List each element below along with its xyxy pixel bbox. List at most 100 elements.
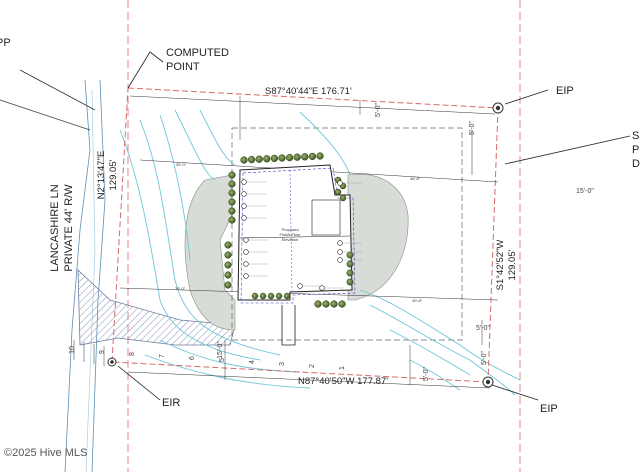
shrub — [275, 292, 283, 300]
shrub-plantings — [224, 152, 354, 308]
shrub — [228, 189, 236, 197]
setback-bottom: 5'-0" — [481, 351, 488, 365]
plant-key-circle — [243, 273, 249, 279]
road-subtitle: PRIVATE 44' R/W — [63, 184, 75, 272]
shrub — [293, 153, 301, 161]
shrub — [228, 171, 236, 179]
road-name: LANCASHIRE LN — [49, 184, 61, 271]
shrub — [263, 155, 271, 163]
shrub — [314, 300, 322, 308]
shrub — [283, 292, 291, 300]
plant-key-circle — [297, 283, 303, 289]
plant-key-circle — [337, 180, 343, 186]
shrub — [224, 271, 232, 279]
shrub — [346, 260, 354, 268]
computed-point-label-2: POINT — [166, 61, 200, 73]
shrub — [228, 180, 236, 188]
leader-left-2 — [0, 99, 91, 131]
setback-right-bottom: 5'-0" — [423, 367, 430, 381]
east-bearing: S1°42'52"W — [495, 240, 506, 291]
contour-lines — [119, 109, 521, 396]
eip-top-label: EIP — [556, 85, 574, 97]
west-bearing: N2°13'47"E — [96, 151, 107, 200]
shrub — [267, 292, 275, 300]
south-bearing: N87°40'50"W 177.87' — [298, 376, 388, 387]
shrub — [334, 188, 342, 196]
plant-key-circle — [241, 191, 247, 197]
contour-number: 10 — [69, 346, 76, 354]
eir-label: EIR — [162, 397, 180, 409]
shrub — [228, 207, 236, 215]
shrub — [285, 153, 294, 162]
shrub — [255, 155, 263, 163]
house-label-1: Proposed — [281, 227, 298, 232]
shrub — [316, 152, 324, 160]
plant-key-circle — [241, 179, 247, 185]
shrub — [224, 241, 232, 249]
eir-monument — [107, 357, 117, 367]
eip-bottom-monument — [482, 376, 494, 388]
edge-label-s: S — [632, 130, 639, 142]
eip-bottom-label: EIP — [540, 403, 558, 415]
leader-pp — [19, 69, 96, 111]
road-edge-2 — [91, 79, 106, 472]
shrub — [224, 281, 232, 289]
plant-key-circle — [337, 249, 343, 255]
shrub — [251, 292, 259, 300]
setback-right-top: 5'-0" — [469, 121, 476, 135]
driveway-hatch — [77, 269, 236, 346]
setback-front-top: 5'-0" — [375, 103, 382, 117]
dim-1: 30'-0" — [176, 162, 187, 167]
dim-2: 46'-8" — [410, 176, 421, 181]
plant-key-marks — [241, 179, 362, 291]
shrub — [278, 154, 286, 162]
eip-top-monument — [492, 102, 504, 114]
road-edge-1 — [64, 79, 91, 472]
shrub — [228, 198, 236, 206]
plant-key-circle — [243, 249, 249, 255]
shrub — [259, 292, 267, 300]
edge-label-pp: PP — [0, 37, 11, 49]
shrub — [322, 300, 330, 308]
contour-number: 6 — [189, 356, 196, 360]
setback-right-lower: 5'-0" — [476, 325, 490, 332]
edge-label-p: P — [632, 144, 639, 156]
shrub — [270, 154, 279, 163]
contour-number: 2 — [309, 364, 316, 368]
shrub — [247, 155, 256, 164]
dim-4: 35'-0" — [175, 286, 186, 291]
shrub — [346, 278, 354, 286]
shrub — [228, 216, 236, 224]
plant-key-circle — [243, 261, 249, 267]
contour-number: 3 — [279, 362, 286, 366]
property-boundary — [111, 87, 499, 383]
house-label-2: Finish Floor — [280, 232, 302, 237]
edge-label-d: D — [632, 158, 640, 170]
shrub — [330, 300, 338, 308]
contour-number: 5 — [219, 358, 226, 362]
shrub — [346, 269, 354, 277]
computed-point-label: COMPUTED — [166, 47, 229, 59]
callout-leaders — [117, 51, 631, 401]
shrub — [224, 261, 232, 269]
plant-key-circle — [337, 257, 343, 263]
setback-right-15: 15'-0" — [576, 188, 594, 195]
contour-number: 1 — [339, 366, 346, 370]
contour-number: 7 — [159, 354, 166, 358]
setback-left-bottom: 15'-0" — [217, 341, 224, 359]
west-distance: 129.05' — [108, 159, 119, 190]
shrub — [224, 251, 232, 259]
setback-line — [231, 127, 463, 341]
lawn-east — [347, 173, 409, 301]
plant-key-circle — [319, 285, 325, 291]
shrub — [339, 194, 347, 202]
shrub — [301, 153, 309, 161]
contour-ticks — [73, 340, 105, 366]
shrub — [308, 152, 317, 161]
contour-number: 8 — [129, 352, 136, 356]
contour-number: 9 — [99, 350, 106, 354]
dim-3: 40'-8" — [412, 298, 423, 303]
east-distance: 129.05' — [507, 249, 518, 280]
